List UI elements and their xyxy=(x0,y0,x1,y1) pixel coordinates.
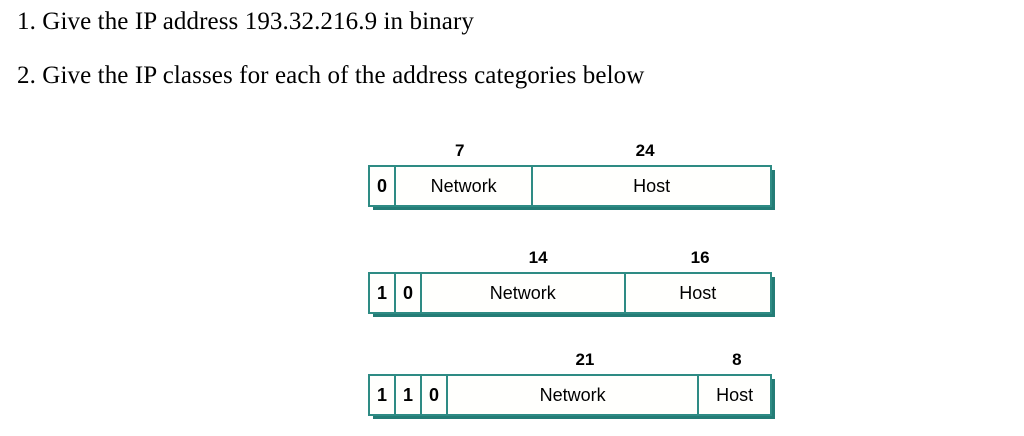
network-field-cell: Network xyxy=(422,274,626,312)
host-field-cell: Host xyxy=(533,167,770,205)
field-size-label: 16 xyxy=(690,248,710,267)
leading-bit-cell: 0 xyxy=(422,376,448,414)
host-field-cell: Host xyxy=(699,376,770,414)
field-size-label: 21 xyxy=(575,350,595,369)
leading-bit-cell: 1 xyxy=(396,376,422,414)
network-field-cell: Network xyxy=(448,376,700,414)
field-size-label: 8 xyxy=(732,350,742,369)
field-size-label: 24 xyxy=(635,141,655,160)
field-size-label: 7 xyxy=(454,141,465,160)
host-field-cell: Host xyxy=(625,274,770,312)
question-1-text: 1. Give the IP address 193.32.216.9 in b… xyxy=(17,8,474,35)
network-field-cell: Network xyxy=(396,167,534,205)
field-size-label-row: 14 16 xyxy=(368,247,772,272)
field-size-label-row: 7 24 xyxy=(368,140,772,165)
question-2-text: 2. Give the IP classes for each of the a… xyxy=(17,62,645,89)
leading-bit-cell: 1 xyxy=(370,376,396,414)
leading-bit-cell: 0 xyxy=(396,274,422,312)
leading-bit-cell: 1 xyxy=(370,274,396,312)
field-size-label: 14 xyxy=(528,248,548,267)
field-size-label-row: 21 8 xyxy=(368,349,772,374)
leading-bit-cell: 0 xyxy=(370,167,396,205)
